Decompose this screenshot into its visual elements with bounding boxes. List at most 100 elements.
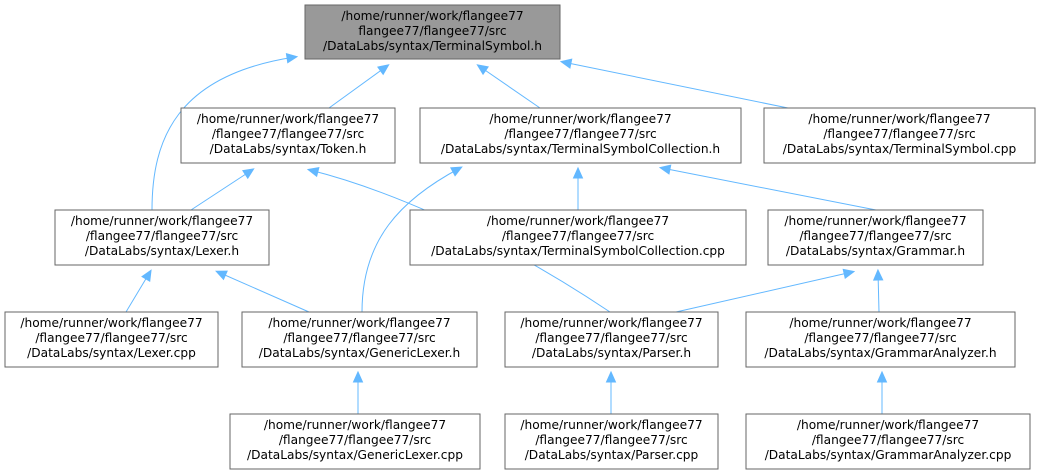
edge-lexer-cpp-to-lexer-h bbox=[125, 269, 152, 313]
node-generic-lexer-cpp[interactable]: /home/runner/work/flangee77/flangee77/fl… bbox=[229, 413, 481, 470]
edge-terminal-symbol-collection-h-to-terminal-symbol-h bbox=[476, 64, 541, 109]
edge-line bbox=[361, 167, 461, 313]
edge-arrowhead bbox=[285, 53, 299, 64]
edge-arrowhead bbox=[605, 370, 617, 383]
node-label-line: /DataLabs/syntax/Lexer.cpp bbox=[27, 346, 196, 360]
node-label-line: /DataLabs/syntax/GrammarAnalyzer.h bbox=[764, 346, 996, 360]
edge-arrowhead bbox=[306, 166, 320, 178]
edge-grammar-analyzer-cpp-to-grammar-analyzer-h bbox=[876, 370, 888, 414]
node-grammar-h[interactable]: /home/runner/work/flangee77/flangee77/fl… bbox=[767, 209, 984, 266]
node-label-line: /home/runner/work/flangee77 bbox=[797, 418, 979, 432]
node-box[interactable] bbox=[745, 311, 1016, 368]
edge-line bbox=[675, 271, 853, 313]
node-label-line: /DataLabs/syntax/Parser.h bbox=[532, 346, 691, 360]
node-label-line: /DataLabs/syntax/TerminalSymbol.cpp bbox=[783, 142, 1017, 156]
node-lexer-cpp[interactable]: /home/runner/work/flangee77/flangee77/fl… bbox=[4, 311, 219, 368]
edge-generic-lexer-h-to-terminal-symbol-collection-h bbox=[361, 166, 463, 313]
node-label-line: /flangee77/flangee77/src bbox=[535, 331, 687, 345]
node-label-line: /home/runner/work/flangee77 bbox=[489, 112, 671, 126]
node-grammar-analyzer-h[interactable]: /home/runner/work/flangee77/flangee77/fl… bbox=[745, 311, 1016, 368]
node-label-line: /home/runner/work/flangee77 bbox=[789, 316, 971, 330]
node-label-line: /flangee77/flangee77/src bbox=[812, 433, 964, 447]
node-label-line: /home/runner/work/flangee77 bbox=[487, 214, 669, 228]
node-label-line: /DataLabs/syntax/GrammarAnalyzer.cpp bbox=[765, 448, 1012, 462]
node-box[interactable] bbox=[745, 413, 1031, 470]
node-box[interactable] bbox=[763, 107, 1036, 164]
node-label-line: /home/runner/work/flangee77 bbox=[197, 112, 379, 126]
node-box[interactable] bbox=[409, 209, 747, 266]
node-label-line: /home/runner/work/flangee77 bbox=[264, 418, 446, 432]
edge-arrowhead bbox=[876, 370, 888, 383]
node-box[interactable] bbox=[304, 4, 561, 60]
edge-arrowhead bbox=[872, 268, 884, 281]
node-box[interactable] bbox=[4, 311, 219, 368]
edge-arrowhead bbox=[658, 164, 672, 175]
node-grammar-analyzer-cpp[interactable]: /home/runner/work/flangee77/flangee77/fl… bbox=[745, 413, 1031, 470]
edge-arrowhead bbox=[476, 64, 489, 76]
edge-arrowhead bbox=[352, 370, 364, 383]
node-box[interactable] bbox=[180, 107, 396, 164]
edge-arrowhead bbox=[572, 166, 584, 179]
edge-arrowhead bbox=[559, 58, 573, 69]
node-label-line: /home/runner/work/flangee77 bbox=[268, 316, 450, 330]
edge-lexer-h-to-token-h bbox=[190, 168, 255, 211]
node-parser-cpp[interactable]: /home/runner/work/flangee77/flangee77/fl… bbox=[504, 413, 719, 470]
node-box[interactable] bbox=[419, 107, 742, 164]
edge-parser-cpp-to-parser-h bbox=[605, 370, 617, 414]
nodes-layer: /home/runner/work/flangee77flangee77/fla… bbox=[4, 4, 1036, 470]
node-parser-h[interactable]: /home/runner/work/flangee77/flangee77/fl… bbox=[504, 311, 719, 368]
node-label-line: /DataLabs/syntax/Parser.cpp bbox=[525, 448, 699, 462]
node-label-line: /DataLabs/syntax/Token.h bbox=[210, 142, 367, 156]
node-box[interactable] bbox=[241, 311, 478, 368]
node-lexer-h[interactable]: /home/runner/work/flangee77/flangee77/fl… bbox=[54, 209, 270, 266]
node-label-line: /DataLabs/syntax/Lexer.h bbox=[85, 244, 239, 258]
edge-line bbox=[562, 61, 789, 109]
edge-token-h-to-terminal-symbol-h bbox=[328, 64, 390, 109]
node-label-line: /flangee77/flangee77/src bbox=[535, 433, 687, 447]
node-generic-lexer-h[interactable]: /home/runner/work/flangee77/flangee77/fl… bbox=[241, 311, 478, 368]
edges-layer bbox=[125, 53, 888, 414]
edge-generic-lexer-cpp-to-generic-lexer-h bbox=[352, 370, 364, 414]
edge-lexer-h-to-terminal-symbol-h bbox=[151, 53, 299, 211]
edge-line bbox=[478, 65, 541, 109]
edge-grammar-h-to-terminal-symbol-collection-h bbox=[658, 164, 877, 211]
edge-parser-h-to-grammar-h bbox=[675, 268, 856, 313]
edge-line bbox=[661, 167, 877, 211]
node-label-line: /flangee77/flangee77/src bbox=[86, 229, 238, 243]
node-label-line: /flangee77/flangee77/src bbox=[279, 433, 431, 447]
node-label-line: /DataLabs/syntax/TerminalSymbolCollectio… bbox=[431, 244, 725, 258]
node-label-line: /flangee77/flangee77/src bbox=[502, 229, 654, 243]
node-terminal-symbol-h[interactable]: /home/runner/work/flangee77flangee77/fla… bbox=[304, 4, 561, 60]
edge-arrowhead bbox=[842, 268, 856, 280]
node-label-line: /flangee77/flangee77/src bbox=[283, 331, 435, 345]
node-terminal-symbol-collection-cpp[interactable]: /home/runner/work/flangee77/flangee77/fl… bbox=[409, 209, 747, 266]
node-label-line: /home/runner/work/flangee77 bbox=[784, 214, 966, 228]
node-label-line: /DataLabs/syntax/TerminalSymbolCollectio… bbox=[441, 142, 720, 156]
node-label-line: /DataLabs/syntax/Grammar.h bbox=[786, 244, 965, 258]
node-label-line: /flangee77/flangee77/src bbox=[823, 127, 975, 141]
edge-line bbox=[217, 271, 310, 313]
node-box[interactable] bbox=[767, 209, 984, 266]
edge-arrowhead bbox=[377, 64, 390, 76]
node-label-line: /flangee77/flangee77/src bbox=[504, 127, 656, 141]
node-box[interactable] bbox=[54, 209, 270, 266]
node-label-line: /flangee77/flangee77/src bbox=[212, 127, 364, 141]
node-label-line: /home/runner/work/flangee77 bbox=[520, 418, 702, 432]
node-label-line: /home/runner/work/flangee77 bbox=[808, 112, 990, 126]
edge-arrowhead bbox=[141, 269, 152, 283]
edge-line bbox=[190, 169, 253, 211]
node-box[interactable] bbox=[504, 413, 719, 470]
node-label-line: /home/runner/work/flangee77 bbox=[71, 214, 253, 228]
edge-grammar-analyzer-h-to-grammar-h bbox=[872, 268, 884, 313]
node-token-h[interactable]: /home/runner/work/flangee77/flangee77/fl… bbox=[180, 107, 396, 164]
node-label-line: /flangee77/flangee77/src bbox=[35, 331, 187, 345]
node-terminal-symbol-collection-h[interactable]: /home/runner/work/flangee77/flangee77/fl… bbox=[419, 107, 742, 164]
edge-terminal-symbol-cpp-to-terminal-symbol-h bbox=[559, 58, 789, 109]
node-label-line: /flangee77/flangee77/src bbox=[804, 331, 956, 345]
node-box[interactable] bbox=[504, 311, 719, 368]
node-box[interactable] bbox=[229, 413, 481, 470]
node-label-line: /DataLabs/syntax/TerminalSymbol.h bbox=[323, 39, 542, 53]
node-terminal-symbol-cpp[interactable]: /home/runner/work/flangee77/flangee77/fl… bbox=[763, 107, 1036, 164]
node-label-line: /DataLabs/syntax/GenericLexer.cpp bbox=[247, 448, 463, 462]
